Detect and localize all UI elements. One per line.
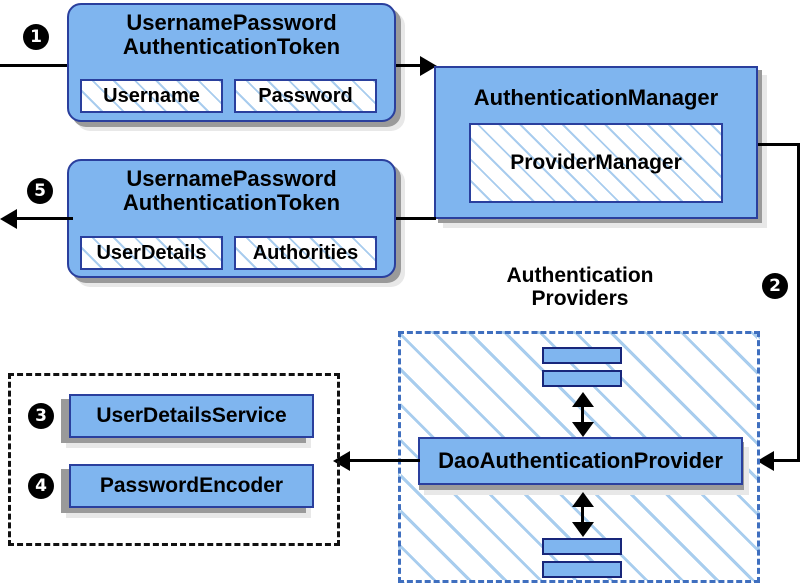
- connector-manager-to-response-token: [396, 217, 436, 220]
- authentication-manager-title: AuthenticationManager: [473, 85, 719, 110]
- step-badge-3: 3: [28, 403, 54, 429]
- dao-authentication-provider-box[interactable]: DaoAuthenticationProvider: [418, 437, 743, 485]
- response-token-field-authorities-label: Authorities: [252, 241, 359, 264]
- connector-step5-outgoing: [17, 217, 73, 220]
- providers-heading: Authentication Providers: [460, 264, 700, 310]
- provider-manager-label: ProviderManager: [510, 151, 682, 174]
- step-badge-5: 5: [27, 178, 53, 204]
- provider-placeholder-bar-top-2: [542, 370, 622, 387]
- request-token-field-password-label: Password: [258, 84, 353, 107]
- provider-link-arrow-top-up: [572, 392, 594, 407]
- request-token-field-username[interactable]: Username: [80, 79, 223, 113]
- response-token-title-line1: UsernamePassword: [126, 166, 337, 191]
- collaborators-region: [8, 373, 340, 546]
- connector-provider-to-collaborators: [350, 459, 420, 462]
- provider-link-line-top: [581, 400, 584, 428]
- response-token-field-authorities[interactable]: Authorities: [234, 236, 377, 270]
- provider-link-line-bottom: [581, 500, 584, 528]
- provider-placeholder-bar-top-1: [542, 347, 622, 364]
- provider-placeholder-bar-bottom-1: [542, 538, 622, 555]
- step-badge-2: 2: [762, 273, 788, 299]
- request-token-field-password[interactable]: Password: [234, 79, 377, 113]
- provider-link-arrow-bottom-up: [572, 492, 594, 507]
- connector-token-to-manager-arrowhead: [420, 56, 437, 76]
- request-token-title-line1: UsernamePassword: [126, 10, 337, 35]
- provider-manager-box[interactable]: ProviderManager: [469, 123, 723, 203]
- user-details-service-box[interactable]: UserDetailsService: [69, 394, 314, 438]
- providers-heading-line1: Authentication: [506, 264, 654, 287]
- connector-step2-bottom: [772, 459, 800, 462]
- connector-step1-incoming: [0, 64, 72, 67]
- providers-heading-line2: Providers: [531, 286, 629, 310]
- request-token-field-username-label: Username: [103, 84, 200, 107]
- user-details-service-label: UserDetailsService: [96, 403, 287, 427]
- response-token-title-line2: AuthenticationToken: [122, 189, 341, 215]
- step-badge-1: 1: [23, 24, 49, 50]
- request-token-title-line2: AuthenticationToken: [122, 33, 341, 59]
- password-encoder-label: PasswordEncoder: [99, 473, 284, 497]
- connector-step2-vertical: [797, 143, 800, 461]
- response-token-field-userdetails-label: UserDetails: [96, 241, 207, 264]
- connector-step2-arrowhead: [757, 451, 774, 471]
- password-encoder-box[interactable]: PasswordEncoder: [69, 464, 314, 508]
- step-badge-4: 4: [28, 473, 54, 499]
- provider-link-arrow-bottom-down: [572, 522, 594, 537]
- dao-authentication-provider-label: DaoAuthenticationProvider: [438, 448, 723, 474]
- connector-step5-arrowhead: [0, 209, 17, 229]
- connector-token-to-manager: [396, 64, 424, 67]
- response-token-field-userdetails[interactable]: UserDetails: [80, 236, 223, 270]
- provider-placeholder-bar-bottom-2: [542, 561, 622, 578]
- connector-step2-top: [758, 143, 800, 146]
- provider-link-arrow-top-down: [572, 422, 594, 437]
